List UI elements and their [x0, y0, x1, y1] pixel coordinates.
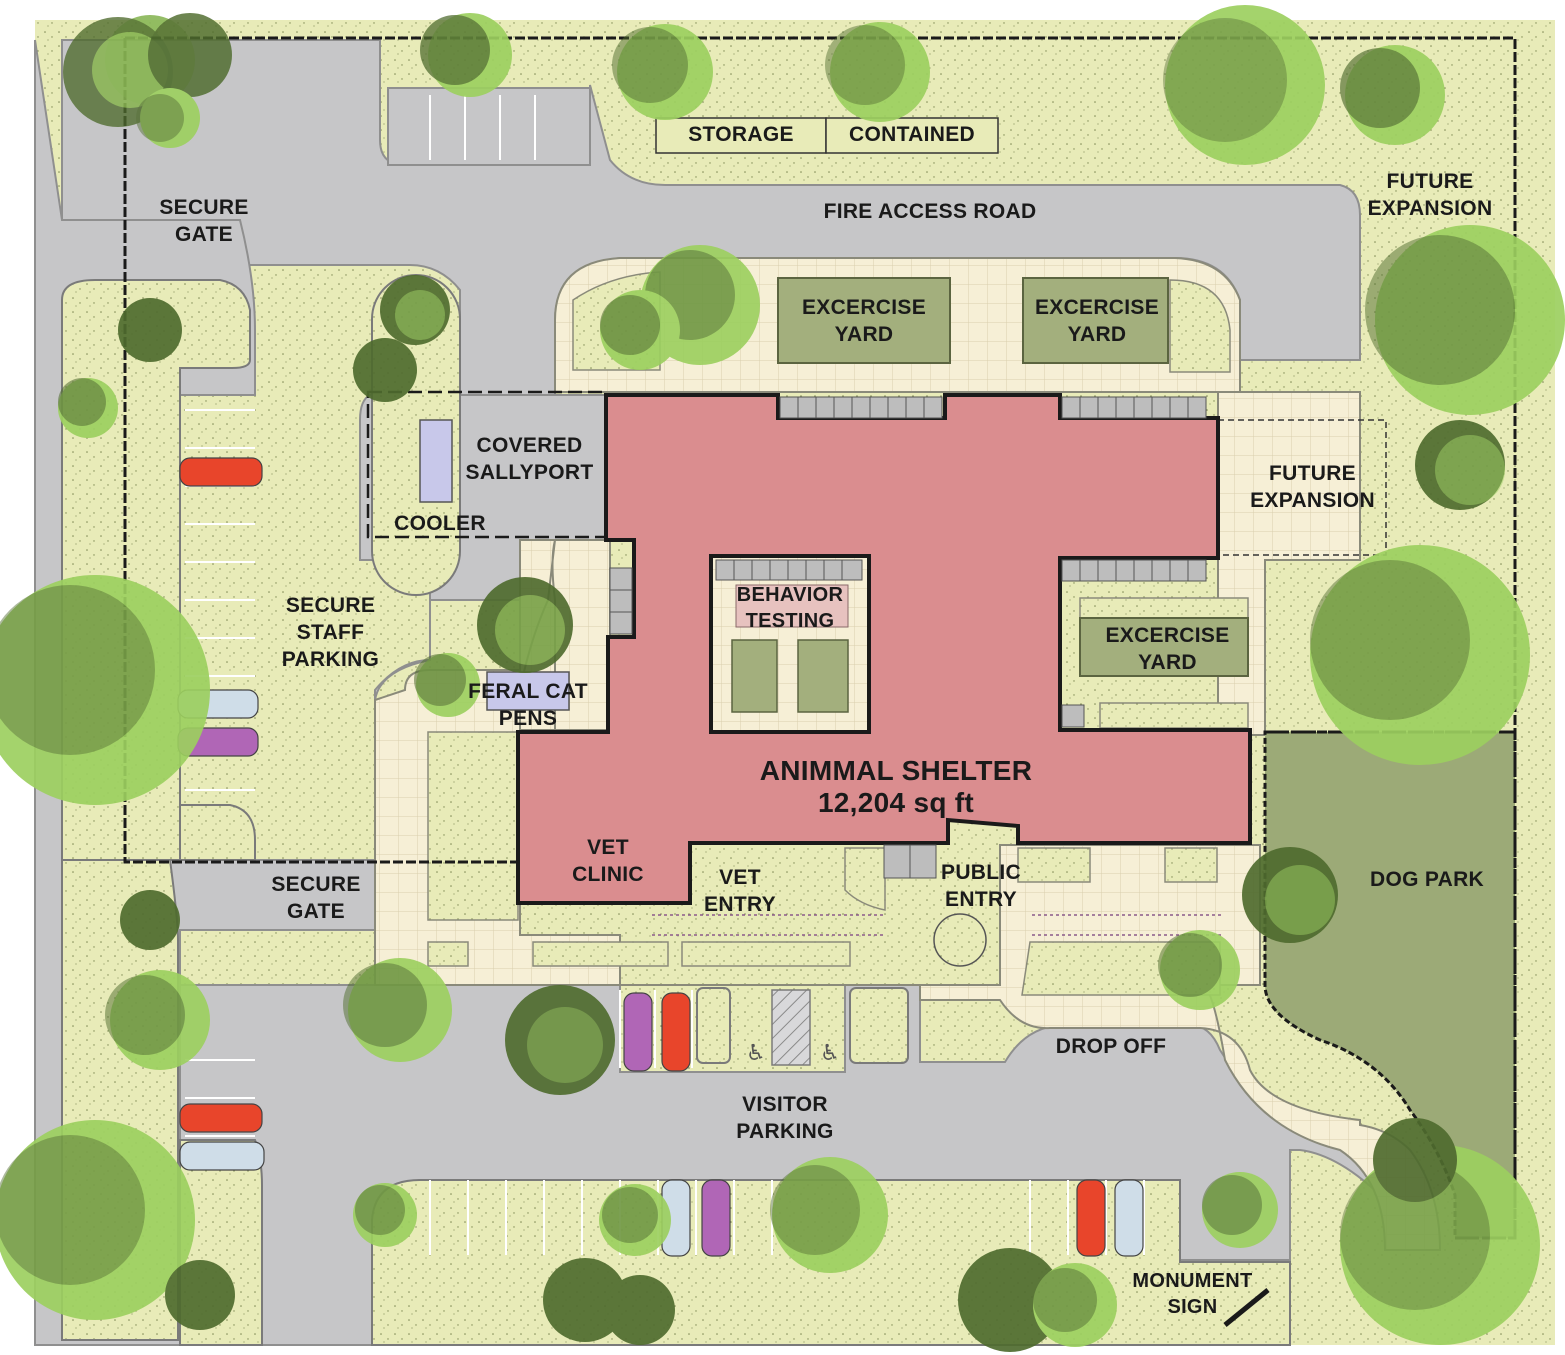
storage-label: STORAGE — [688, 123, 794, 146]
entry-planter — [933, 913, 987, 967]
car — [179, 1141, 265, 1171]
car — [1076, 1179, 1106, 1257]
accessible-symbol: ♿ — [820, 1041, 840, 1066]
contained-box — [825, 117, 999, 154]
courtyard-yard-right — [797, 639, 849, 713]
contained-label: CONTAINED — [849, 123, 975, 146]
car — [179, 457, 263, 487]
car — [1114, 1179, 1144, 1257]
fire-access-road-label: FIRE ACCESS ROAD — [823, 200, 1037, 223]
courtyard-runs — [715, 559, 863, 581]
kennel-runs — [609, 396, 1207, 879]
dog-park-label: DOG PARK — [1369, 868, 1484, 891]
car — [179, 1103, 263, 1133]
courtyard-yard-left — [731, 639, 778, 713]
car — [661, 992, 691, 1072]
bollard-rows — [652, 914, 1222, 936]
car — [623, 992, 653, 1072]
car — [701, 1179, 731, 1257]
storage-box — [655, 117, 827, 154]
monument-sign — [1223, 1288, 1270, 1327]
accessible-symbol: ♿ — [746, 1041, 766, 1066]
building-name-label: ANIMMAL SHELTER — [759, 755, 1033, 786]
cooler — [419, 419, 453, 503]
feral-cat-pens — [486, 671, 570, 711]
accessible-stall — [771, 989, 811, 1066]
exercise-yards — [777, 277, 1249, 677]
future-expansion-outline — [1217, 419, 1387, 556]
cars — [177, 457, 1144, 1257]
building-area-label: 12,204 sq ft — [817, 787, 975, 818]
cooler-label: COOLER — [394, 512, 486, 535]
drop-off-label: DROP OFF — [1055, 1035, 1167, 1058]
trees — [0, 5, 1565, 1352]
parking-stall-lines — [185, 95, 1145, 1255]
building — [516, 393, 1252, 905]
behavior-testing-room — [735, 584, 849, 628]
